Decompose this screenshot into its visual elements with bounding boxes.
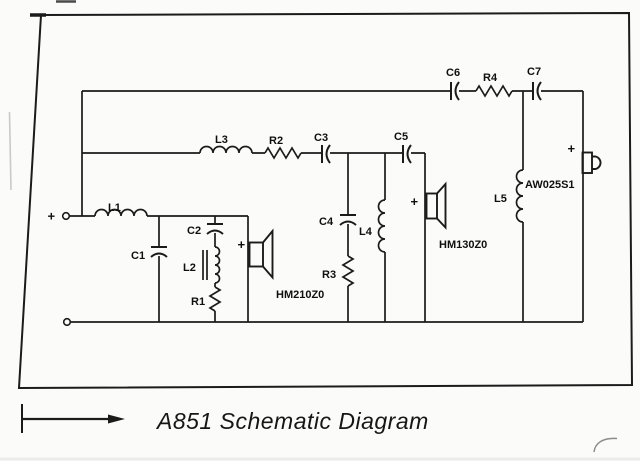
label-l5: L5 <box>494 193 507 205</box>
midrange-symbol <box>425 181 447 230</box>
capacitor-c5 <box>402 144 412 164</box>
capacitor-c4 <box>339 214 357 226</box>
inductor-l2 <box>214 246 221 284</box>
woofer-plus-label: + <box>238 237 246 252</box>
input-plus-label: + <box>48 209 56 224</box>
label-r4: R4 <box>483 72 498 84</box>
tweeter-body <box>581 151 593 174</box>
midrange-magnet <box>425 192 438 220</box>
scan-mark-left-edge <box>8 111 12 191</box>
label-c7: C7 <box>527 66 541 78</box>
pen-squiggle <box>593 437 618 453</box>
caption-arrow <box>21 404 125 433</box>
inductor-l5 <box>515 169 524 223</box>
midrange-cone <box>436 181 447 230</box>
label-c2: C2 <box>187 225 201 237</box>
capacitor-c3 <box>321 144 331 164</box>
woofer-cone <box>262 228 274 281</box>
label-midrange-model: HM130Z0 <box>439 239 487 251</box>
capacitor-c2 <box>206 223 224 235</box>
inductor-l1 <box>94 208 148 217</box>
tweeter-plus-label: + <box>568 141 576 156</box>
tweeter-symbol <box>581 151 602 174</box>
label-c5: C5 <box>394 131 408 143</box>
label-c6: C6 <box>446 67 460 79</box>
midrange-plus-label: + <box>411 194 419 209</box>
capacitor-c6 <box>450 81 460 101</box>
tweeter-dome <box>592 155 602 170</box>
label-l4: L4 <box>359 226 373 238</box>
label-c3: C3 <box>314 132 328 144</box>
inductor-l3 <box>199 145 253 154</box>
label-c1: C1 <box>131 250 145 262</box>
woofer-symbol <box>248 228 274 281</box>
resistor-r2 <box>264 146 302 160</box>
resistor-r3 <box>341 255 355 287</box>
resistor-r1 <box>208 286 222 312</box>
label-l3: L3 <box>215 134 228 146</box>
input-negative-terminal <box>62 317 72 327</box>
label-r1: R1 <box>191 296 205 308</box>
label-woofer-model: HM210Z0 <box>276 289 324 301</box>
label-c4: C4 <box>319 216 334 228</box>
capacitor-c7 <box>532 81 542 101</box>
input-positive-terminal <box>61 211 71 221</box>
caption-text: A851 Schematic Diagram <box>155 408 429 434</box>
label-r2: R2 <box>269 135 283 147</box>
label-l1: L1 <box>108 202 121 214</box>
label-tweeter-model: AW025S1 <box>525 179 575 191</box>
capacitor-c1 <box>150 246 168 258</box>
label-r3: R3 <box>322 269 336 281</box>
schematic-frame <box>17 11 634 390</box>
caption-arrow-head <box>108 414 125 424</box>
inductor-l4 <box>377 199 386 253</box>
woofer-magnet <box>248 241 264 268</box>
resistor-r4 <box>475 84 513 98</box>
label-l2: L2 <box>183 262 196 274</box>
inductor-l2-core <box>202 250 208 280</box>
